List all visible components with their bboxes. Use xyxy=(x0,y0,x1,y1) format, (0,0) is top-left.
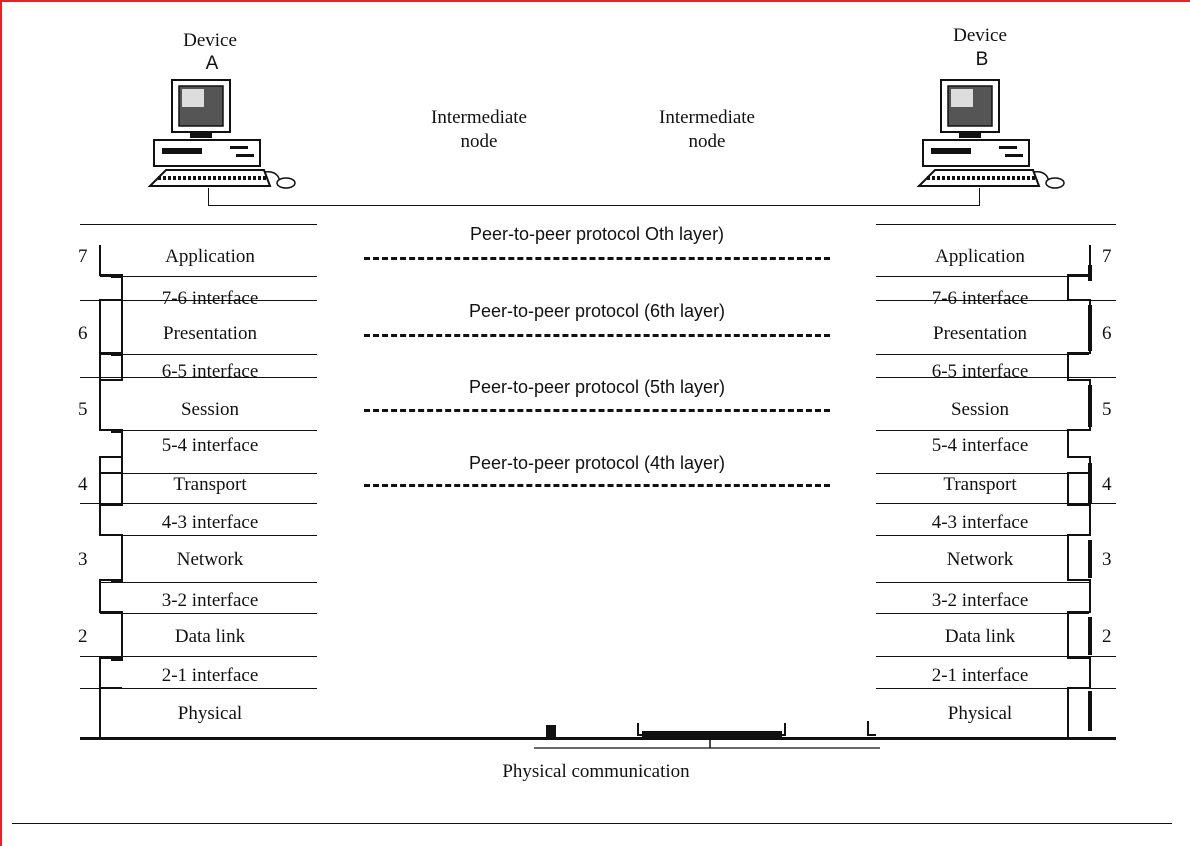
physical-communication-label: Physical communication xyxy=(502,761,690,782)
left-layer-4-number: 4 xyxy=(78,474,88,495)
left-separator xyxy=(100,535,317,536)
right-separator xyxy=(876,377,1116,378)
right-separator xyxy=(876,582,1089,583)
right-separator xyxy=(876,503,1116,504)
right-separator xyxy=(876,430,1089,431)
right-interface-5-4: 5-4 interface xyxy=(931,435,1029,456)
right-layer-session: Session xyxy=(950,399,1010,420)
left-interface-2-1: 2-1 interface xyxy=(161,665,259,686)
protocol-dashed-line-5 xyxy=(364,409,830,412)
protocol-dashed-line-7 xyxy=(364,257,830,260)
right-layer-transport: Transport xyxy=(943,474,1017,495)
left-interface-5-4: 5-4 interface xyxy=(161,435,259,456)
right-layer-2-number: 2 xyxy=(1102,626,1112,647)
left-interface-3-2: 3-2 interface xyxy=(161,590,259,611)
protocol-label-4: Peer-to-peer protocol (4th layer) xyxy=(468,453,726,473)
right-layer-4-number: 4 xyxy=(1102,474,1112,495)
right-layer-application: Application xyxy=(935,246,1025,267)
physical-medium-line xyxy=(80,737,1116,740)
left-separator xyxy=(100,582,317,583)
left-separator xyxy=(100,430,317,431)
left-layer-transport: Transport xyxy=(173,474,247,495)
right-layer-data-link: Data link xyxy=(944,626,1016,647)
device-a-drop-line xyxy=(208,188,209,206)
bottom-rule xyxy=(12,823,1172,824)
right-layer-presentation: Presentation xyxy=(933,323,1027,344)
right-separator xyxy=(876,535,1089,536)
left-separator xyxy=(80,300,317,301)
right-stack-top-line xyxy=(876,224,1116,225)
left-separator xyxy=(80,377,317,378)
left-data-path xyxy=(99,245,123,737)
left-layer-7-number: 7 xyxy=(78,246,88,267)
right-separator xyxy=(876,354,1089,355)
right-layer-7-number: 7 xyxy=(1102,246,1112,267)
intermediate-node-2-line2: node xyxy=(688,131,726,152)
device-b-title: Device xyxy=(953,25,1007,46)
right-layer-physical: Physical xyxy=(947,703,1013,724)
left-interface-6-5: 6-5 interface xyxy=(161,361,259,382)
left-layer-data-link: Data link xyxy=(174,626,246,647)
device-b-letter: B xyxy=(975,49,989,70)
left-separator xyxy=(80,503,317,504)
left-layer-application: Application xyxy=(165,246,255,267)
device-a-title: Device xyxy=(183,30,237,51)
left-separator xyxy=(100,473,317,474)
right-separator xyxy=(876,300,1116,301)
protocol-dashed-line-6 xyxy=(364,334,830,337)
left-layer-physical: Physical xyxy=(177,703,243,724)
intermediate-node-1-line2: node xyxy=(460,131,498,152)
left-interface-4-3: 4-3 interface xyxy=(161,512,259,533)
right-data-path xyxy=(1067,245,1092,737)
left-layer-6-number: 6 xyxy=(78,323,88,344)
left-layer-5-number: 5 xyxy=(78,399,88,420)
right-separator xyxy=(876,613,1089,614)
intermediate-node-1-line1: Intermediate xyxy=(430,107,528,128)
left-layer-2-number: 2 xyxy=(78,626,88,647)
left-separator xyxy=(100,276,317,277)
protocol-label-6: Peer-to-peer protocol (6th layer) xyxy=(468,301,726,321)
left-separator xyxy=(80,656,317,657)
right-layer-3-number: 3 xyxy=(1102,549,1112,570)
right-interface-4-3: 4-3 interface xyxy=(931,512,1029,533)
protocol-label-5: Peer-to-peer protocol (5th layer) xyxy=(468,377,726,397)
device-b-computer-icon xyxy=(916,79,1065,189)
left-stack-top-line xyxy=(80,224,317,225)
device-b-drop-line xyxy=(979,188,980,206)
intermediate-node-2-line1: Intermediate xyxy=(658,107,756,128)
device-a-computer-icon xyxy=(147,79,296,189)
right-interface-2-1: 2-1 interface xyxy=(931,665,1029,686)
right-separator xyxy=(876,656,1116,657)
device-link-line xyxy=(209,205,980,206)
right-layer-5-number: 5 xyxy=(1102,399,1112,420)
right-interface-6-5: 6-5 interface xyxy=(931,361,1029,382)
physical-medium-taps xyxy=(534,721,880,749)
right-interface-3-2: 3-2 interface xyxy=(931,590,1029,611)
right-layer-6-number: 6 xyxy=(1102,323,1112,344)
left-layer-network: Network xyxy=(176,549,244,570)
right-interface-7-6: 7-6 interface xyxy=(931,288,1029,309)
device-a-letter: A xyxy=(205,53,219,74)
left-separator xyxy=(100,354,317,355)
left-separator xyxy=(100,613,317,614)
left-separator xyxy=(80,688,317,689)
protocol-dashed-line-4 xyxy=(364,484,830,487)
right-separator xyxy=(876,276,1089,277)
right-separator xyxy=(876,688,1116,689)
right-layer-network: Network xyxy=(946,549,1014,570)
left-interface-7-6: 7-6 interface xyxy=(161,288,259,309)
left-layer-session: Session xyxy=(180,399,240,420)
protocol-label-7: Peer-to-peer protocol Oth layer) xyxy=(469,224,725,244)
left-layer-3-number: 3 xyxy=(78,549,88,570)
left-layer-presentation: Presentation xyxy=(163,323,257,344)
right-separator xyxy=(876,473,1089,474)
